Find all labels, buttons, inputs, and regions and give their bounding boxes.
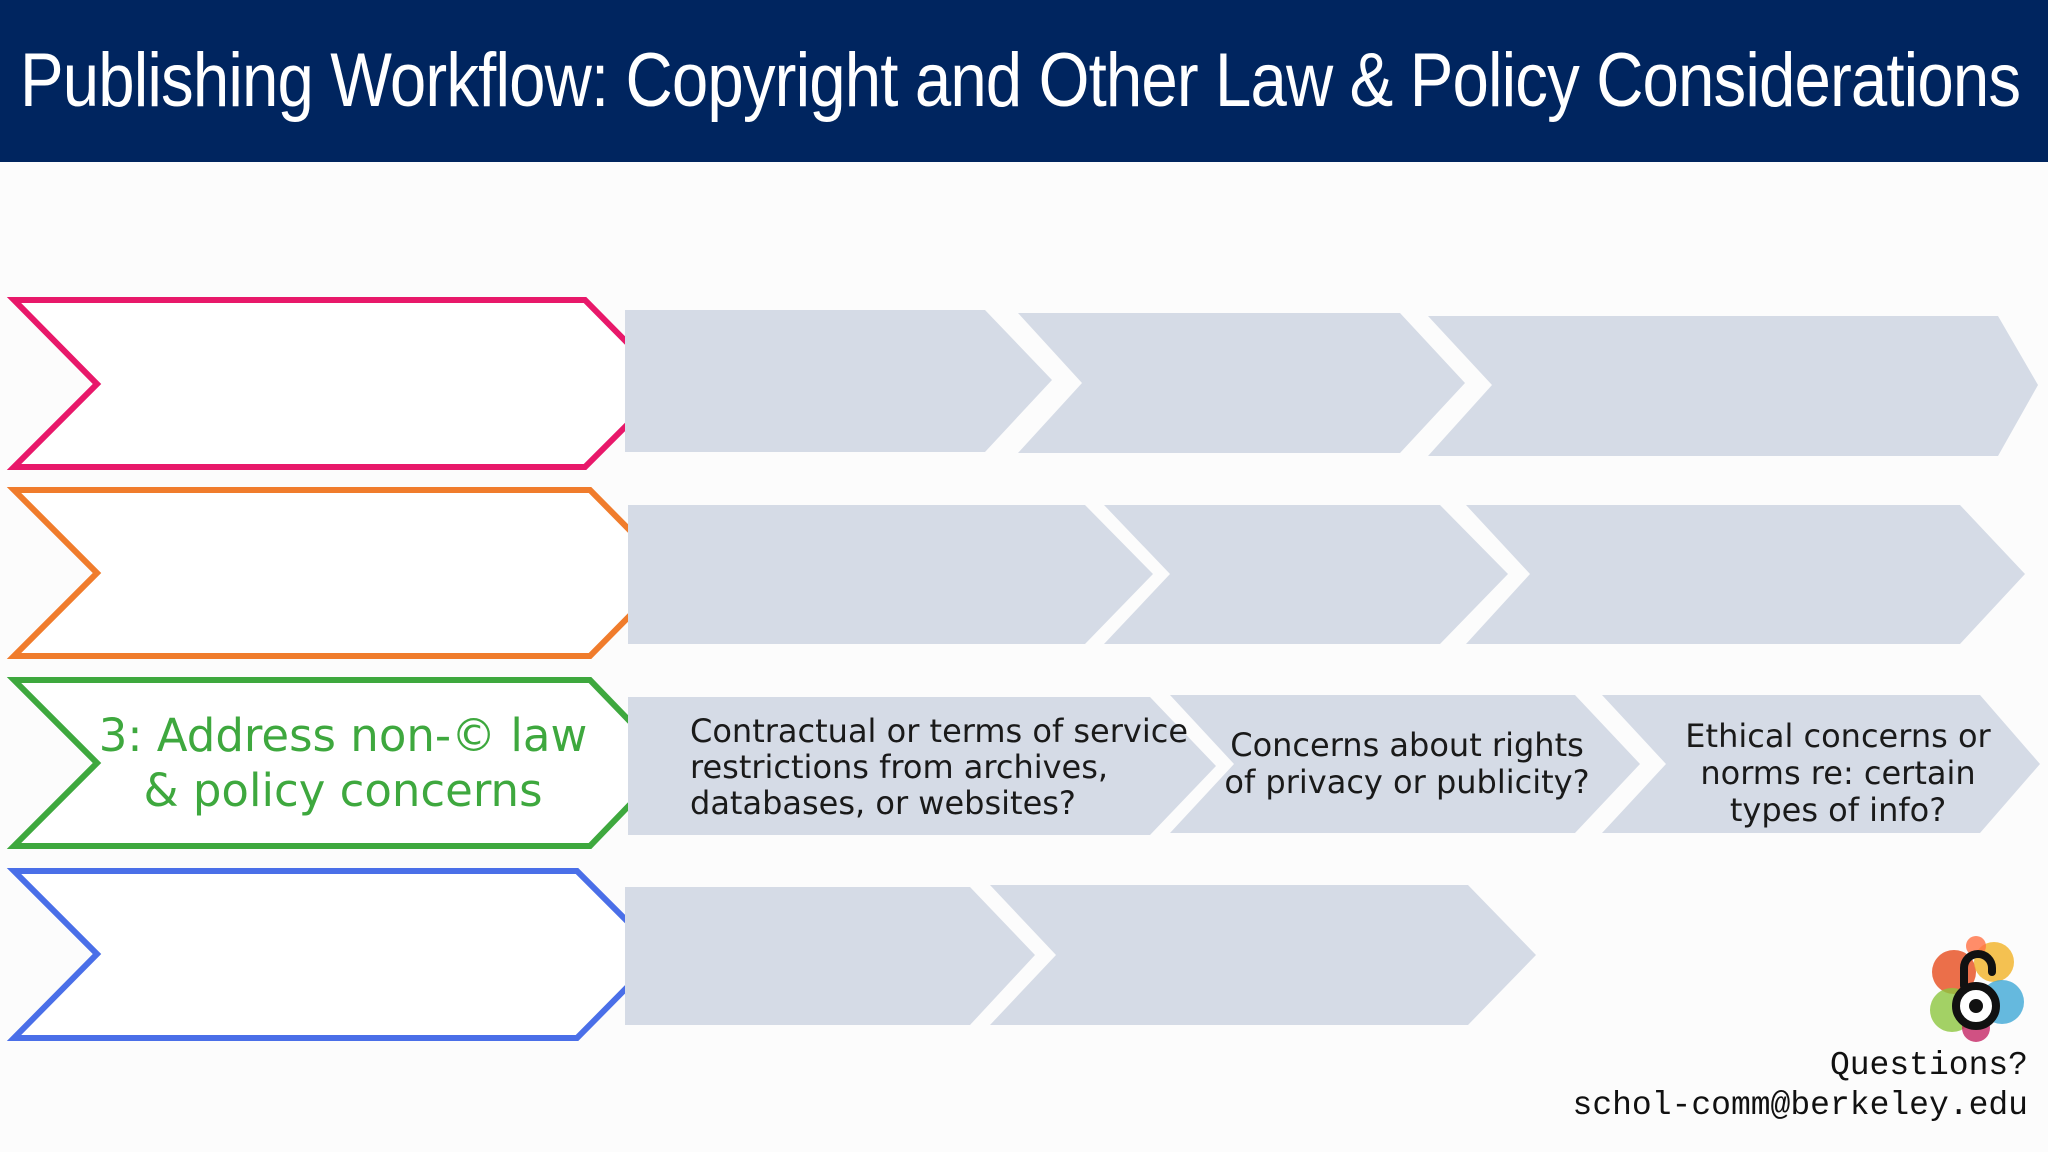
open-access-icon	[1930, 936, 2024, 1042]
row-4-step-2	[990, 885, 1536, 1025]
row-3-label-line-2: & policy concerns	[143, 764, 542, 817]
row-3-label-line-1: 3: Address non-© law	[99, 709, 588, 762]
step-2-line-1: Concerns about rights	[1230, 726, 1584, 764]
title-bar: Publishing Workflow: Copyright and Other…	[0, 0, 2048, 162]
row-2-main-arrow	[6, 487, 677, 659]
row-3	[6, 677, 2040, 849]
step-2-line-2: of privacy or publicity?	[1224, 763, 1589, 801]
row-2	[6, 487, 2025, 659]
step-text-1: Contractual or terms of service restrict…	[690, 712, 1188, 822]
step-3-line-1: Ethical concerns or	[1685, 717, 1991, 755]
contact-email[interactable]: schol-comm@berkeley.edu	[1572, 1087, 2028, 1124]
step-text-3: Ethical concerns or norms re: certain ty…	[1685, 717, 1991, 829]
step-text-2: Concerns about rights of privacy or publ…	[1224, 726, 1589, 801]
row-4	[6, 868, 1536, 1041]
row-1-step-3	[1428, 316, 2038, 456]
row-3-step-2	[1170, 695, 1640, 833]
row-2-step-3	[1466, 505, 2025, 644]
row-1-step-2	[1018, 313, 1465, 453]
contact-block: Questions? schol-comm@berkeley.edu	[1573, 1046, 2028, 1126]
row-1-step-1	[625, 310, 1052, 452]
step-1-line-3: databases, or websites?	[690, 784, 1076, 822]
questions-label: Questions?	[1829, 1047, 2028, 1084]
page-title: Publishing Workflow: Copyright and Other…	[20, 38, 2021, 123]
step-3-line-3: types of info?	[1730, 791, 1946, 829]
row-4-step-1	[625, 887, 1035, 1025]
row-3-main-arrow	[6, 677, 675, 849]
row-3-step-1	[628, 697, 1216, 835]
row-1-main-arrow	[6, 297, 673, 470]
row-4-main-arrow	[6, 868, 665, 1041]
row-3-step-3	[1602, 695, 2040, 833]
row-2-step-2	[1104, 505, 1508, 644]
row-2-step-1	[628, 505, 1153, 644]
row-1	[6, 297, 2038, 470]
step-3-line-2: norms re: certain	[1700, 754, 1975, 792]
step-1-line-2: restrictions from archives,	[690, 748, 1108, 786]
step-1-line-1: Contractual or terms of service	[690, 712, 1188, 750]
